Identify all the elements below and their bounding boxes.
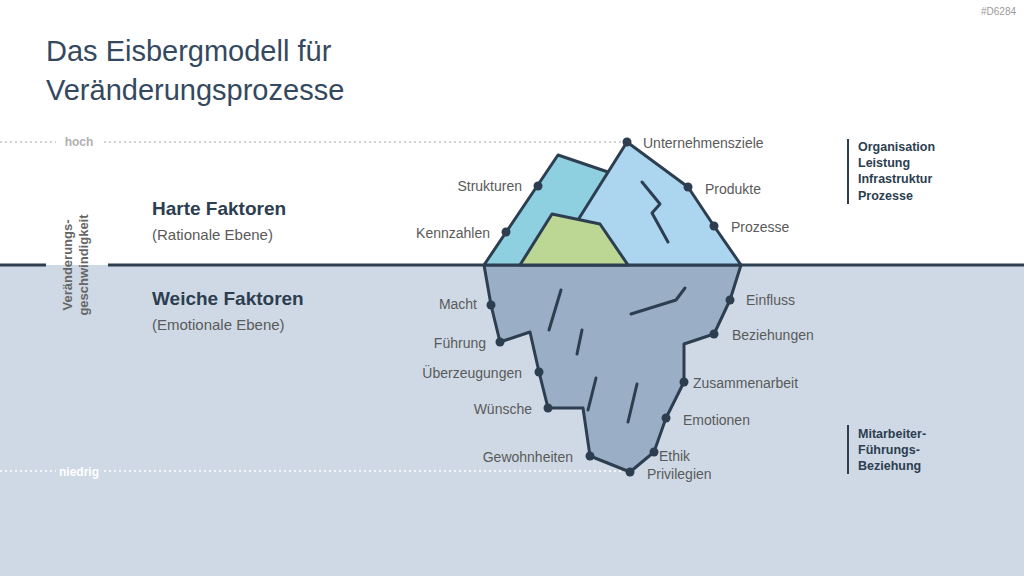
factor-label: Führung	[434, 335, 486, 351]
marker-dot	[502, 228, 511, 237]
marker-dot	[710, 330, 719, 339]
factor-label: Ethik	[659, 448, 690, 464]
marker-dot	[544, 404, 553, 413]
marker-dot	[534, 182, 543, 191]
level-heading: Weiche Faktoren	[152, 291, 304, 307]
factor-label: Kennzahlen	[416, 225, 490, 241]
factor-label: Gewohnheiten	[483, 449, 573, 465]
iceberg-green-face	[520, 214, 628, 265]
marker-dot	[684, 183, 693, 192]
factor-label: Wünsche	[474, 401, 532, 417]
axis-label: Veränderungs- geschwindigkeit	[60, 205, 96, 325]
page-title: Das Eisbergmodell für Veränderungsprozes…	[46, 32, 386, 110]
factor-label: Unternehmensziele	[643, 135, 764, 151]
level-line	[0, 470, 56, 472]
marker-dot	[535, 368, 544, 377]
marker-dot	[650, 448, 659, 457]
scale-label: niedrig	[59, 464, 99, 480]
crack-line	[577, 330, 582, 354]
marker-dot	[623, 138, 632, 147]
marker-dot	[680, 378, 689, 387]
factor-label: Emotionen	[683, 412, 750, 428]
scale-label: hoch	[65, 134, 94, 150]
factor-label: Prozesse	[731, 219, 789, 235]
factor-label: Beziehungen	[732, 327, 814, 343]
marker-dot	[496, 338, 505, 347]
category-label: Mitarbeiter- Führungs- Beziehung	[858, 426, 942, 474]
factor-label: Überzeugungen	[422, 365, 522, 381]
document-id: #D6284	[981, 4, 1016, 20]
marker-dot	[662, 414, 671, 423]
level-subheading: (Emotionale Ebene)	[152, 317, 285, 333]
factor-label: Einfluss	[746, 292, 795, 308]
category-label: Leistung	[858, 155, 910, 171]
marker-dot	[710, 222, 719, 231]
factor-label: Strukturen	[457, 178, 522, 194]
marker-dot	[626, 468, 635, 477]
crack-line	[642, 182, 668, 242]
level-heading: Harte Faktoren	[152, 201, 286, 217]
category-label: Prozesse	[858, 188, 913, 204]
level-line	[104, 470, 625, 472]
factor-label: Zusammenarbeit	[693, 375, 798, 391]
factor-label: Privilegien	[647, 466, 712, 482]
level-line	[0, 141, 56, 143]
crack-line	[631, 288, 685, 314]
iceberg-underwater	[484, 265, 741, 472]
marker-dot	[586, 452, 595, 461]
crack-line	[549, 290, 561, 330]
bracket-bar	[847, 425, 849, 474]
crack-line	[628, 384, 637, 422]
waterline	[0, 264, 46, 267]
factor-label: Macht	[439, 296, 477, 312]
marker-dot	[487, 301, 496, 310]
level-subheading: (Rationale Ebene)	[152, 227, 273, 243]
category-label: Infrastruktur	[858, 171, 932, 187]
marker-dot	[726, 296, 735, 305]
category-label: Organisation	[858, 139, 935, 155]
level-line	[104, 141, 622, 143]
crack-line	[588, 378, 596, 410]
bracket-bar	[847, 139, 849, 204]
water-band	[0, 265, 1024, 576]
factor-label: Produkte	[705, 181, 761, 197]
